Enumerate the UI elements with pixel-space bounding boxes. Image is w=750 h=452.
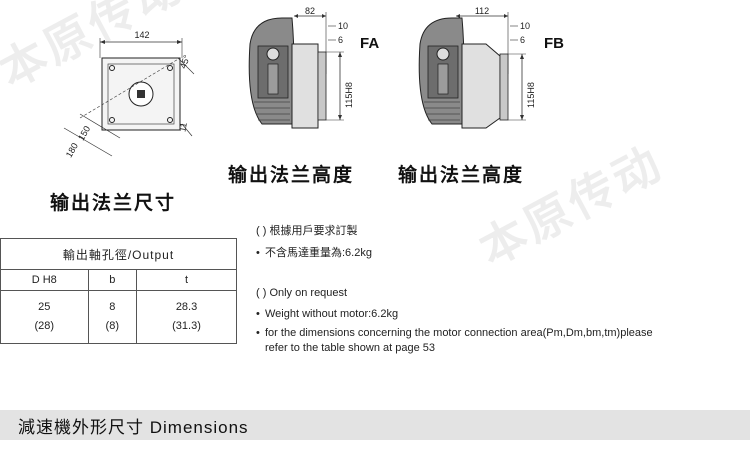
note-cn-weight: • 不含馬達重量為:6.2kg (256, 244, 372, 260)
bullet-icon: • (256, 247, 260, 259)
cell-dh8-alt: (28) (34, 320, 55, 332)
column-header: b (87, 269, 138, 291)
output-table: 輸出軸孔徑/Output D H8 b t 25 (28) 8 (8) 28.3 (3… (0, 238, 237, 344)
section-footer: 減速機外形尺寸 Dimensions (0, 410, 750, 440)
bullet-icon: • (256, 327, 260, 339)
dim-115h8: 115H8 (344, 82, 354, 108)
dim-142: 142 (134, 30, 149, 40)
note-en-dims: • for the dimensions concerning the motor… (256, 327, 653, 339)
dim-112: 112 (475, 6, 489, 16)
fa-caption: 输出法兰高度 (228, 164, 355, 186)
cell-t: 28.3 (175, 301, 198, 313)
cell-b: 8 (109, 301, 116, 313)
dim-82: 82 (305, 6, 315, 16)
note-text: 不含馬達重量為:6.2kg (265, 247, 372, 259)
dim-11: 11 (177, 122, 188, 133)
table-header: 輸出軸孔徑/Output (0, 238, 237, 270)
section-title: 減速機外形尺寸 Dimensions (18, 418, 249, 437)
dim-115h8: 115H8 (526, 82, 536, 108)
cell-b-alt: (8) (105, 320, 119, 332)
dim-angle: 45° (178, 53, 192, 70)
note-en-weight: • Weight without motor:6.2kg (256, 308, 398, 320)
dim-180: 180 (64, 141, 80, 159)
bullet-icon: • (256, 308, 260, 320)
note-text: Weight without motor:6.2kg (265, 308, 399, 320)
dim-10: 10 (520, 21, 530, 31)
dim-10: 10 (338, 21, 348, 31)
fb-label: FB (544, 35, 564, 52)
cell-t-alt: (31.3) (172, 320, 201, 332)
dim-6: 6 (520, 35, 525, 45)
flange-caption: 输出法兰尺寸 (50, 192, 177, 214)
fa-diagram: 82 10 6 115H8 FA (248, 6, 379, 129)
fb-diagram: 112 10 6 115H8 FB (418, 6, 564, 129)
column-header: t (136, 269, 237, 291)
dim-150: 150 (76, 124, 92, 142)
note-en-dims-cont: refer to the table shown at page 53 (265, 342, 436, 354)
note-en-on-request: ( ) Only on request (256, 287, 348, 299)
note-cn-on-request: ( ) 根據用戶要求訂製 (256, 225, 358, 237)
note-text: for the dimensions concerning the motor … (265, 327, 653, 339)
dim-6: 6 (338, 35, 343, 45)
column-header: D H8 (0, 269, 89, 291)
fb-caption: 输出法兰高度 (398, 164, 525, 186)
cell-dh8: 25 (38, 301, 51, 313)
fa-label: FA (360, 35, 379, 52)
flange-diagram: 142 45° 150 180 11 (64, 30, 195, 159)
table-row: 25 (28) 8 (8) 28.3 (31.3) (0, 290, 237, 344)
